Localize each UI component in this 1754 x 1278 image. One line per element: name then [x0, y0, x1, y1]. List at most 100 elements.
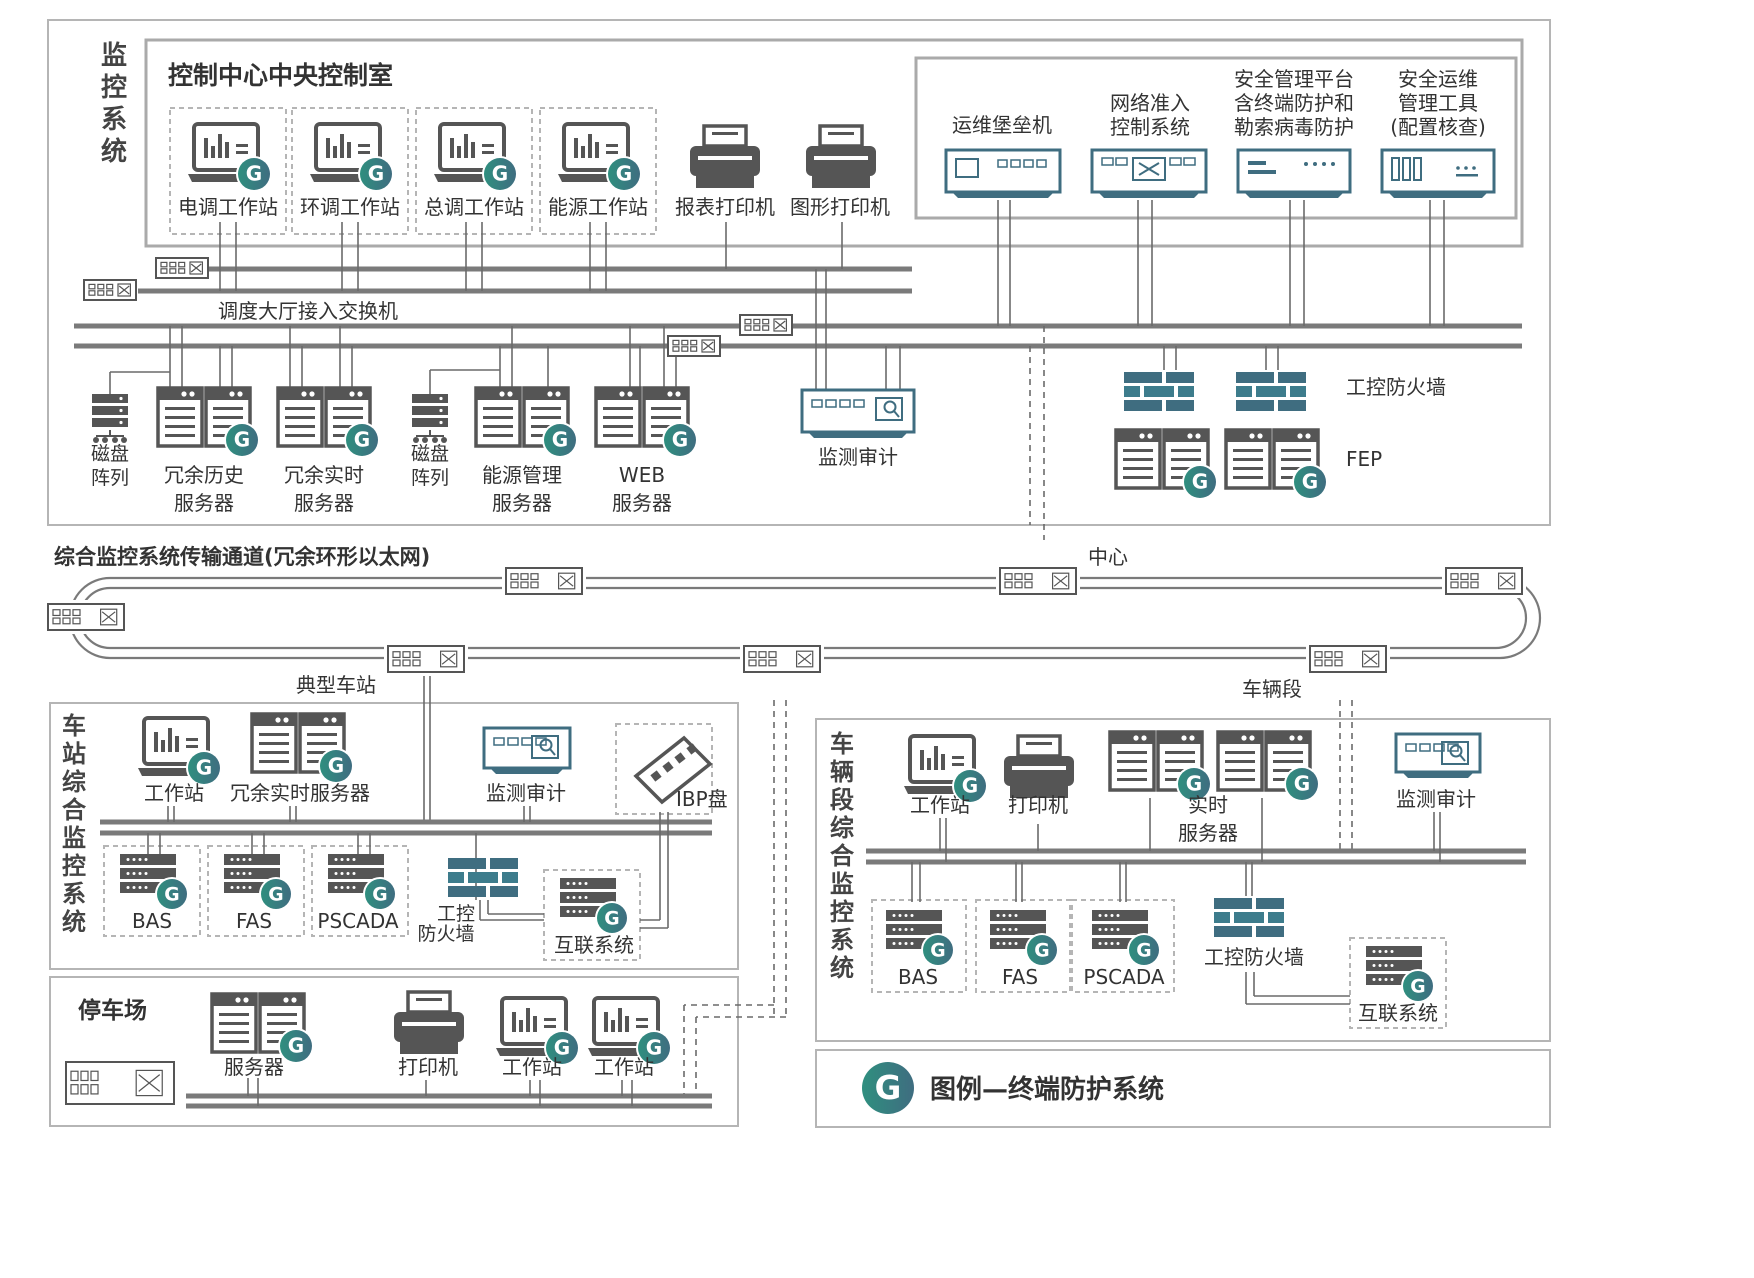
audit-icon — [482, 726, 572, 774]
server-icon: G — [250, 712, 354, 784]
control-room-frame — [144, 38, 1524, 248]
switch-icon — [743, 645, 821, 673]
firewall-icon — [448, 858, 518, 897]
subsystem-server-icon: G — [328, 854, 397, 911]
vertical-char: 车 — [830, 730, 854, 758]
bastion-icon — [944, 148, 1062, 198]
workstation-label: 工作站 — [910, 793, 970, 817]
svg-text:G: G — [1034, 940, 1049, 961]
ibp-label: IBP盘 — [676, 787, 728, 811]
subsystem-frame — [975, 899, 1071, 993]
fep-label: FEP — [1346, 447, 1382, 471]
svg-text:G: G — [1410, 976, 1425, 997]
workstation-icon: G — [188, 122, 272, 192]
ring-depot-label: 车辆段 — [1242, 677, 1302, 701]
switch-icon — [505, 567, 583, 595]
g-badge-icon — [261, 879, 291, 909]
server-label: 能源管理 — [482, 463, 562, 487]
printer-icon — [1004, 734, 1074, 798]
mgmt-label: 安全管理平台 — [1234, 67, 1354, 91]
subsystem-label: FAS — [236, 909, 272, 933]
server-icon: G — [156, 386, 260, 458]
workstation-frame — [539, 107, 657, 235]
interconnect-frame — [1349, 937, 1447, 1029]
printer-label: 报表打印机 — [675, 195, 775, 219]
vertical-char: 车 — [62, 712, 86, 740]
server-label: 服务器 — [492, 491, 552, 515]
ring-title: 综合监控系统传输通道(冗余环形以太网) — [54, 545, 430, 569]
firewall-icon — [1214, 898, 1284, 937]
switch-icon — [47, 603, 125, 631]
server-label: 冗余历史 — [164, 463, 244, 487]
audit-label: 监测审计 — [486, 781, 566, 805]
svg-text:G: G — [604, 908, 619, 929]
vertical-char: 合 — [830, 842, 855, 870]
svg-text:G: G — [672, 428, 688, 452]
workstation-icon: G — [496, 996, 580, 1066]
server-label: 实时 — [1188, 793, 1228, 817]
vertical-char: 系 — [101, 105, 127, 135]
server-icon: G — [1224, 428, 1328, 500]
g-badge-icon — [1027, 935, 1057, 965]
workstation-label: 能源工作站 — [548, 195, 648, 219]
ring-center-label: 中心 — [1088, 545, 1128, 569]
g-badge-icon — [1286, 768, 1318, 800]
g-badge-icon — [638, 1032, 670, 1064]
server-icon: G — [276, 386, 380, 458]
core-bus-1 — [74, 323, 1522, 329]
disk-label: 阵列 — [411, 467, 449, 489]
depot-bus-2 — [866, 859, 1526, 865]
subsystem-label: PSCADA — [317, 909, 398, 933]
g-badge-icon — [320, 750, 352, 782]
switch-icon — [999, 567, 1077, 595]
disk-label: 磁盘 — [411, 443, 449, 465]
audit-icon — [1394, 732, 1482, 778]
svg-text:G: G — [616, 162, 632, 186]
disk-array-icon — [412, 394, 448, 443]
disk-array-icon — [92, 394, 128, 443]
g-badge-icon — [608, 158, 640, 190]
ibp-frame — [615, 723, 713, 815]
workstation-icon: G — [558, 122, 642, 192]
svg-text:G: G — [1136, 940, 1151, 961]
printer-icon — [806, 124, 876, 188]
workstation-label: 工作站 — [502, 1055, 562, 1079]
vertical-char: 监 — [830, 870, 854, 898]
svg-text:G: G — [164, 884, 179, 905]
workstation-label: 工作站 — [594, 1055, 654, 1079]
switch-icon — [83, 279, 137, 301]
g-badge-icon — [365, 879, 395, 909]
vertical-char: 统 — [62, 908, 86, 936]
workstation-frame — [415, 107, 533, 235]
svg-text:G: G — [268, 884, 283, 905]
switch-icon — [155, 257, 209, 279]
core-bus-2 — [74, 343, 1522, 349]
printer-icon — [690, 124, 760, 188]
subsystem-frame — [1071, 899, 1175, 993]
nac-label: 控制系统 — [1110, 115, 1190, 139]
vertical-char: 控 — [62, 852, 86, 880]
svg-text:G: G — [1302, 470, 1318, 494]
switch-icon — [739, 314, 793, 336]
svg-text:G: G — [246, 162, 262, 186]
workstation-label: 电调工作站 — [178, 195, 278, 219]
ops-label: 管理工具 — [1398, 91, 1478, 115]
audit-icon — [800, 388, 916, 438]
workstation-label: 环调工作站 — [300, 195, 400, 219]
bastion-label: 运维堡垒机 — [952, 113, 1052, 137]
g-badge-icon — [238, 158, 270, 190]
g-badge-icon — [157, 879, 187, 909]
firewall-label: 防火墙 — [417, 923, 474, 945]
g-badge-icon — [226, 424, 258, 456]
g-badge-icon — [544, 424, 576, 456]
svg-text:G: G — [962, 774, 978, 798]
subsystem-server-icon: G — [1366, 946, 1435, 1003]
svg-text:G: G — [372, 884, 387, 905]
vertical-char: 控 — [830, 898, 854, 926]
interconnect-frame — [543, 869, 641, 961]
ops-label: 安全运维 — [1398, 67, 1478, 91]
svg-text:G: G — [288, 1034, 304, 1058]
workstation-icon: G — [434, 122, 518, 192]
monitor-frame — [47, 19, 1551, 526]
g-badge-icon — [1129, 935, 1159, 965]
